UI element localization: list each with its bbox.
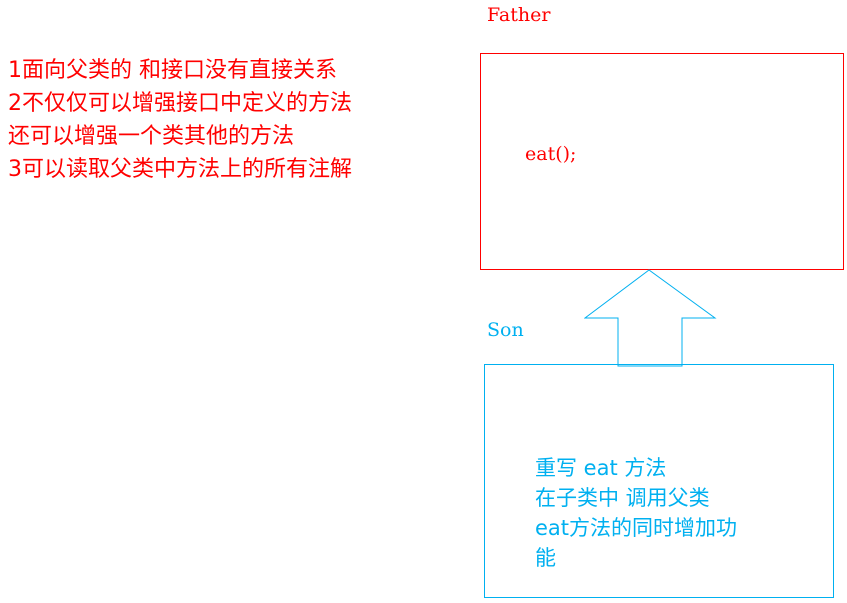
son-line-1: 重写 eat 方法 — [535, 456, 667, 480]
note-line-2: 2不仅仅可以增强接口中定义的方法 — [8, 91, 352, 116]
inheritance-arrow-icon — [584, 269, 717, 367]
notes-text: 1面向父类的 和接口没有直接关系 2不仅仅可以增强接口中定义的方法 还可以增强一… — [8, 54, 352, 186]
father-class-box — [480, 53, 844, 270]
son-line-4: 能 — [535, 546, 556, 570]
son-line-2: 在子类中 调用父类 — [535, 486, 710, 510]
father-method-eat: eat(); — [525, 143, 577, 165]
son-class-box — [484, 364, 834, 598]
note-line-4: 3可以读取父类中方法上的所有注解 — [8, 157, 352, 182]
arrow-shape — [584, 269, 717, 367]
father-label: Father — [487, 4, 551, 26]
son-label: Son — [487, 319, 524, 341]
son-line-3: eat方法的同时增加功 — [535, 516, 738, 540]
son-notes-text: 重写 eat 方法 在子类中 调用父类 eat方法的同时增加功 能 — [535, 453, 737, 573]
note-line-3: 还可以增强一个类其他的方法 — [8, 124, 295, 149]
note-line-1: 1面向父类的 和接口没有直接关系 — [8, 58, 337, 83]
